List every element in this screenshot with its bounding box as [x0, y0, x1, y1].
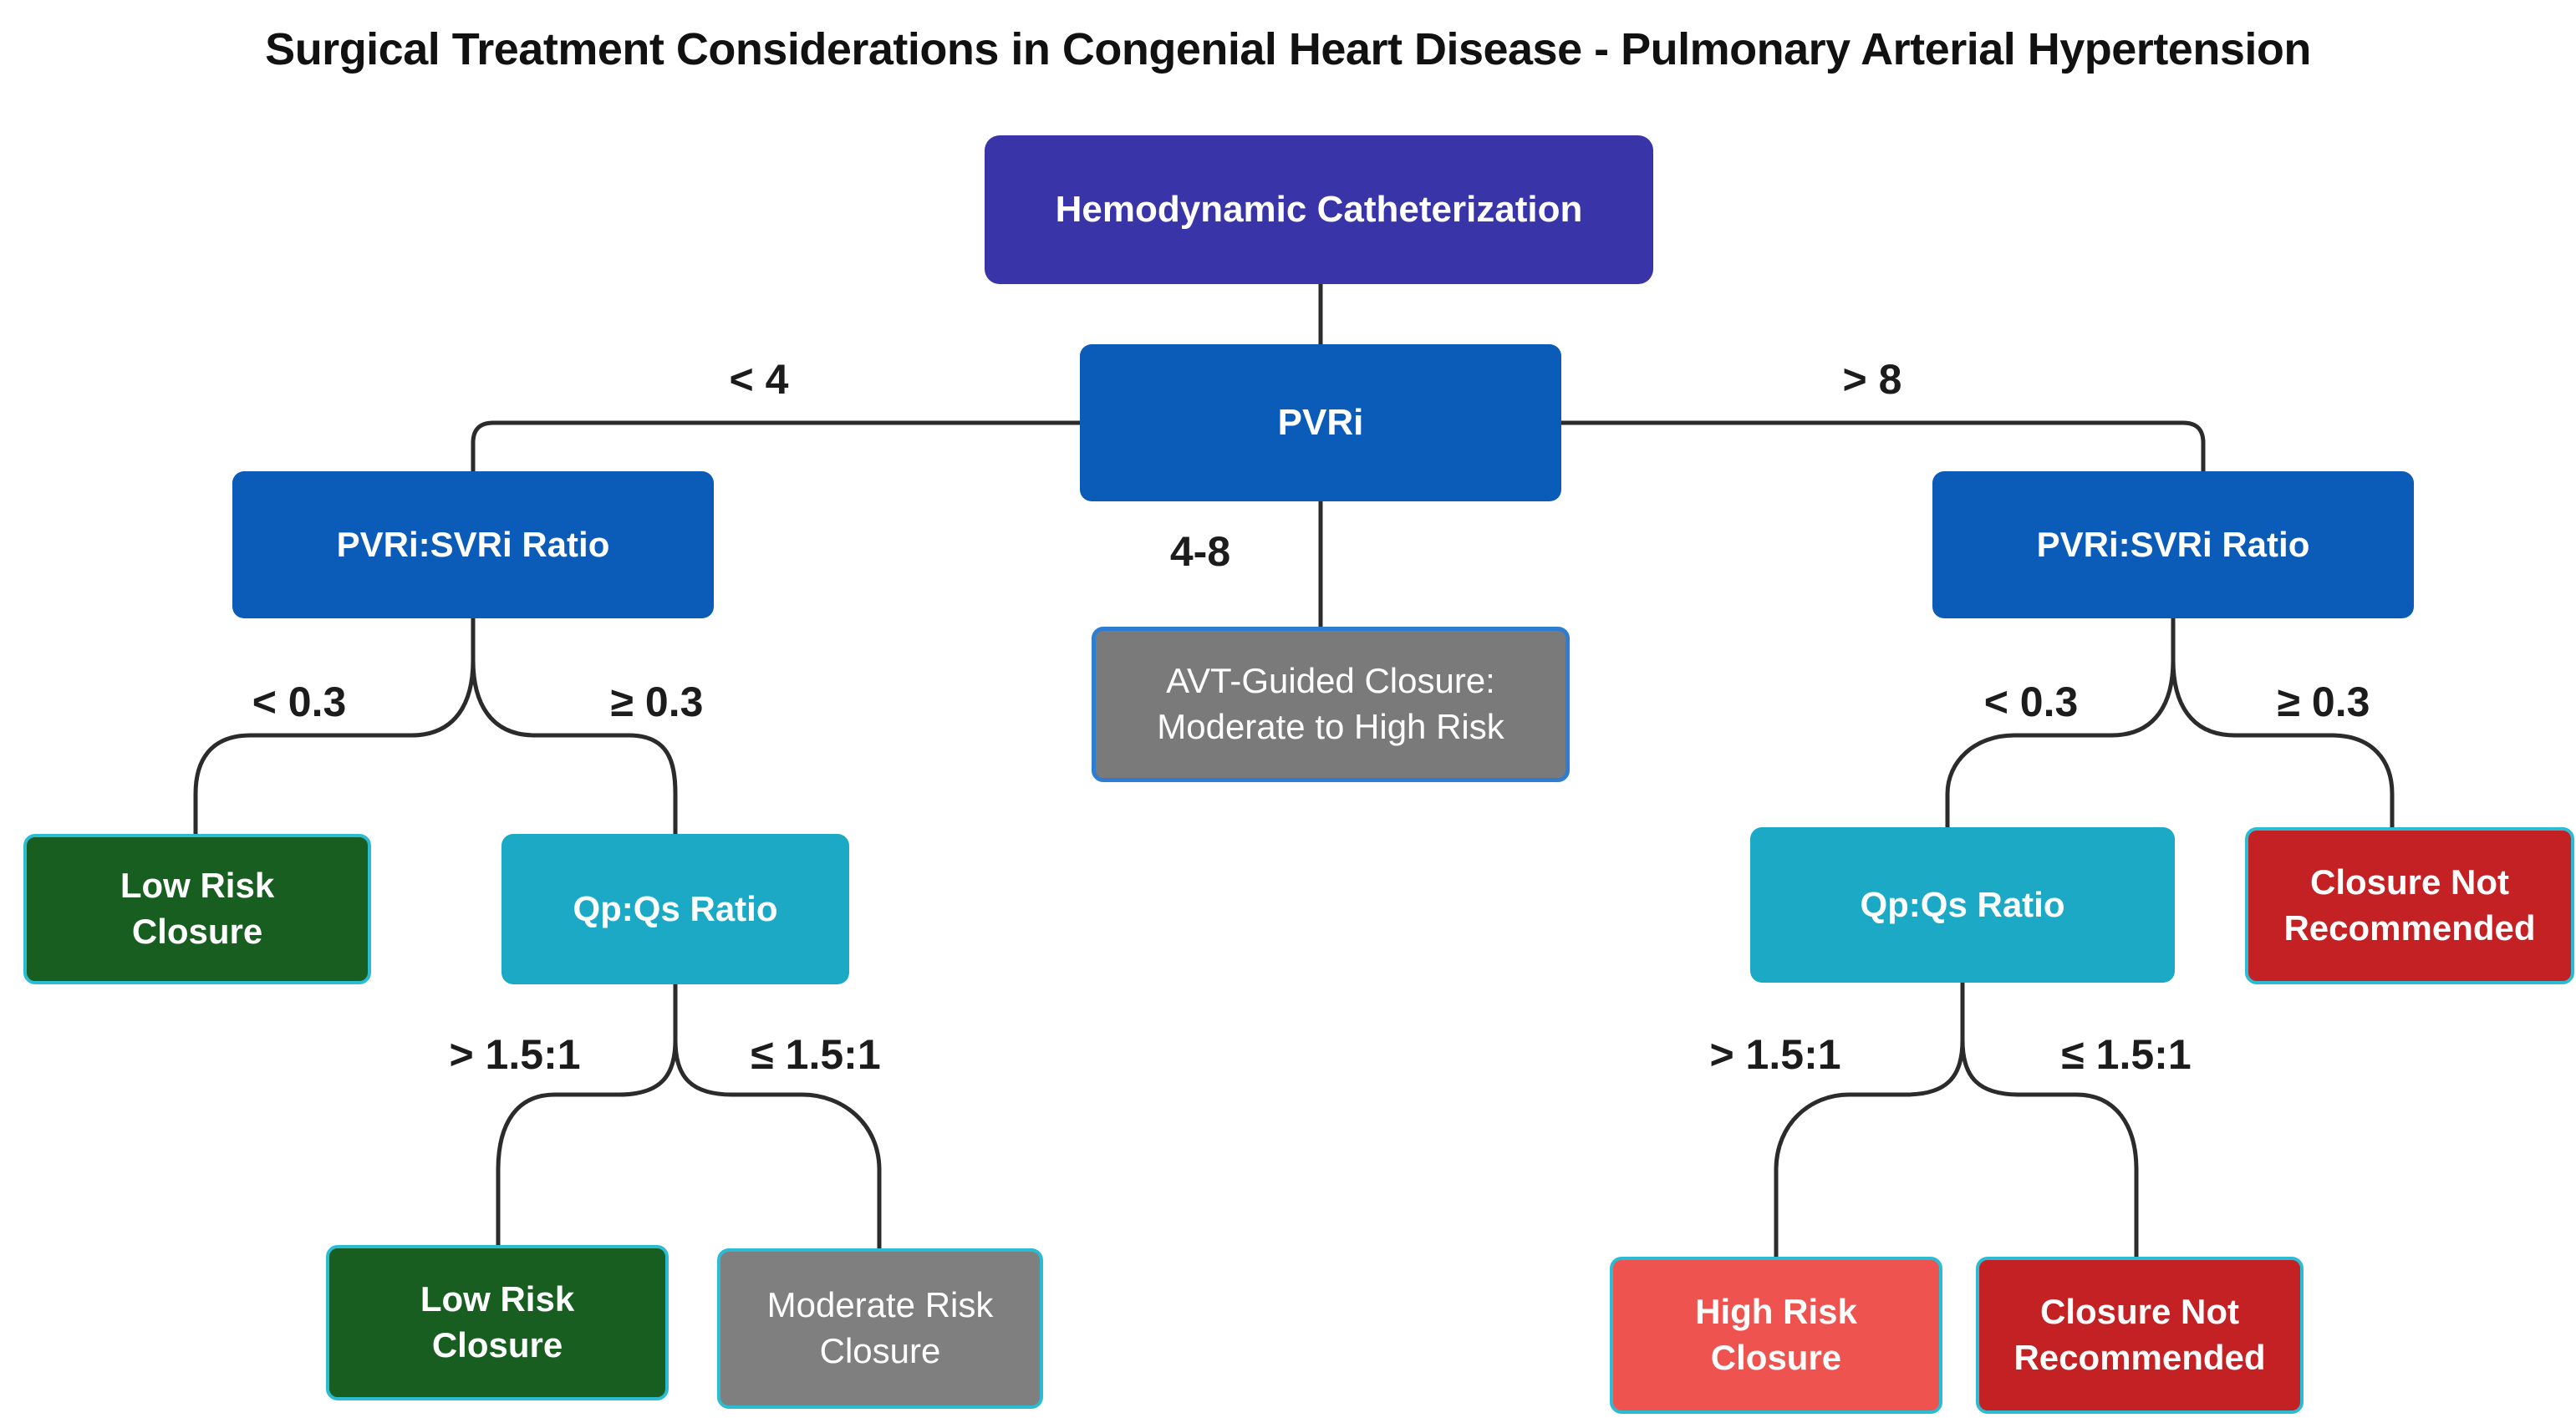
edge-label-left-le151: ≤ 1.5:1 [751, 1031, 881, 1078]
connector-rightqpqs-to-highrisk [1774, 980, 1965, 1259]
edge-label-pvri-4-8: 4-8 [1169, 528, 1231, 575]
edge-label-right-le151: ≤ 1.5:1 [2061, 1031, 2192, 1078]
edge-label-left-gt151: > 1.5:1 [449, 1031, 581, 1078]
node-low-risk-closure-left: Low Risk Closure [23, 834, 371, 984]
node-closure-not-recommended-bottom: Closure Not Recommended [1976, 1257, 2304, 1414]
node-low-risk-closure-bottom: Low Risk Closure [326, 1245, 669, 1400]
node-pvri-svri-ratio-left: PVRi:SVRi Ratio [232, 471, 714, 618]
connector-leftqpqs-to-lowrisk2 [496, 982, 678, 1248]
node-moderate-risk-closure: Moderate Risk Closure [717, 1248, 1043, 1409]
node-avt-guided-closure: AVT-Guided Closure: Moderate to High Ris… [1092, 627, 1570, 782]
connector-rightratio-to-closurenot [2171, 616, 2395, 830]
connector-pvri-to-right-ratio [1559, 420, 2206, 475]
edge-label-right-ge03: ≥ 0.3 [2277, 679, 2370, 725]
connector-leftratio-to-lowrisk [193, 616, 476, 836]
node-qpqs-ratio-right: Qp:Qs Ratio [1750, 827, 2175, 983]
edge-label-right-lt03: < 0.3 [1983, 679, 2079, 725]
edge-label-pvri-lt4: < 4 [729, 356, 789, 403]
connector-rightqpqs-to-closurenot2 [1960, 980, 2139, 1259]
edge-label-left-lt03: < 0.3 [252, 679, 347, 725]
edge-label-pvri-gt8: > 8 [1842, 356, 1902, 403]
node-closure-not-recommended-right: Closure Not Recommended [2245, 827, 2574, 984]
connector-leftqpqs-to-moderate [673, 982, 882, 1251]
edge-label-right-gt151: > 1.5:1 [1709, 1031, 1841, 1078]
node-pvri: PVRi [1080, 344, 1561, 501]
connector-rightratio-to-qpqs [1945, 616, 2176, 830]
node-pvri-svri-ratio-right: PVRi:SVRi Ratio [1932, 471, 2414, 618]
page-title: Surgical Treatment Considerations in Con… [265, 24, 2311, 74]
node-hemodynamic-catheterization: Hemodynamic Catheterization [985, 135, 1653, 284]
edge-label-left-ge03: ≥ 0.3 [610, 679, 704, 725]
node-high-risk-closure: High Risk Closure [1610, 1257, 1942, 1414]
connector-leftratio-to-qpqs [471, 616, 678, 836]
node-qpqs-ratio-left: Qp:Qs Ratio [501, 834, 849, 984]
connector-pvri-to-left-ratio [471, 420, 1082, 475]
